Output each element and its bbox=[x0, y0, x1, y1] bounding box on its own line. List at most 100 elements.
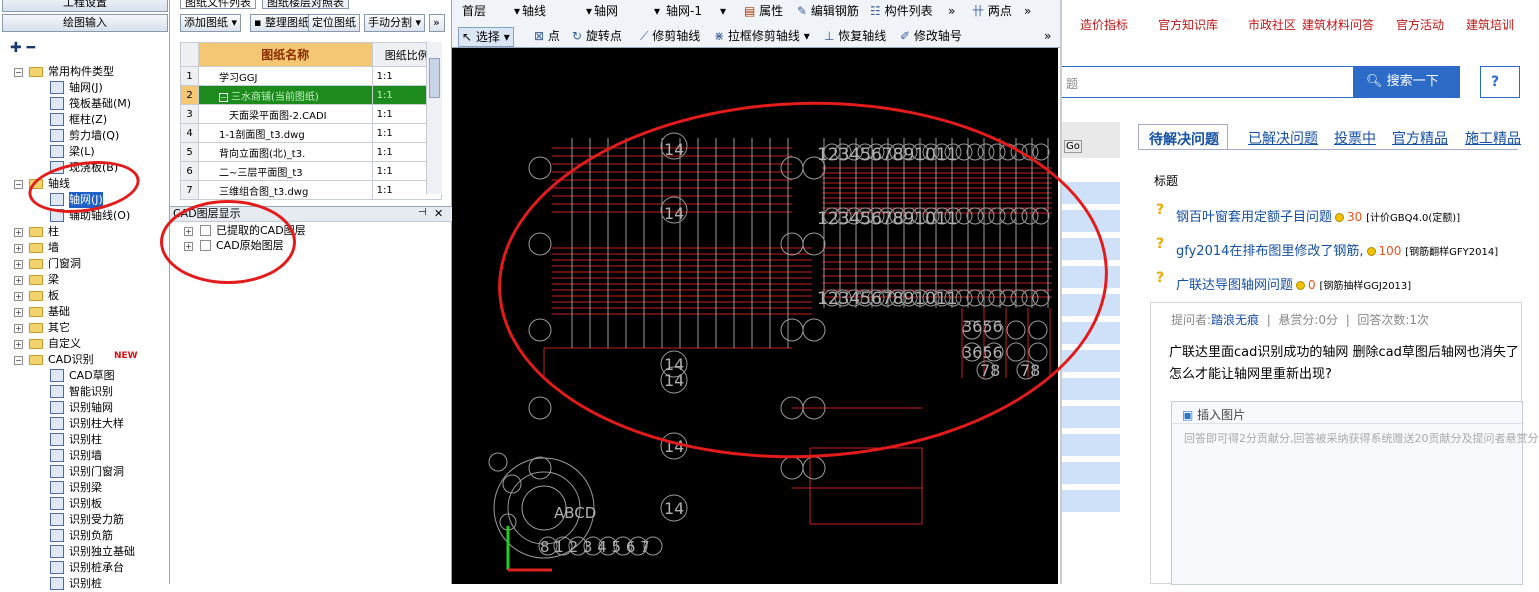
col-drawing-name: 图纸名称 bbox=[198, 42, 373, 67]
box-trim-axis-button[interactable]: ⋇ 拉框修剪轴线 ▾ bbox=[714, 29, 810, 43]
trim-axis-button[interactable]: ⟋ 修剪轴线 bbox=[640, 29, 701, 43]
scroll-thumb[interactable] bbox=[429, 58, 440, 98]
tab-voting[interactable]: 投票中 bbox=[1334, 131, 1376, 147]
sidebar-block bbox=[1062, 462, 1120, 484]
collapse-icon[interactable]: − bbox=[219, 92, 228, 102]
question-text-line1: 广联达里面cad识别成功的轴网 删除cad草图后轴网也消失了 bbox=[1169, 345, 1519, 360]
expand-icon[interactable]: + bbox=[14, 260, 23, 269]
component-icon bbox=[50, 465, 64, 478]
expand-icon[interactable]: + bbox=[14, 292, 23, 301]
tab-official-picks[interactable]: 官方精品 bbox=[1392, 131, 1448, 147]
cad-drawing-canvas[interactable]: 14 14 14 14 14 14 1234567891011 12345678… bbox=[452, 48, 1058, 584]
add-drawing-button[interactable]: 添加图纸 ▾ bbox=[180, 14, 242, 32]
nav-link[interactable]: 市政社区 bbox=[1248, 18, 1297, 32]
cad-axis-bubble bbox=[984, 342, 1004, 362]
category-tag: [计价GBQ4.0(定额)] bbox=[1366, 213, 1461, 224]
property-button[interactable]: ▤ 属性 bbox=[744, 4, 784, 18]
expand-icon[interactable]: + bbox=[14, 244, 23, 253]
type-select[interactable]: 轴网▾ bbox=[594, 4, 661, 18]
category-select[interactable]: 轴线▾ bbox=[522, 4, 593, 18]
axis-label-14: 14 bbox=[664, 355, 684, 374]
drawing-input-button[interactable]: 绘图输入 bbox=[2, 14, 168, 32]
more-icon[interactable]: » bbox=[1024, 4, 1032, 18]
question-link[interactable]: 钢百叶窗套用定额子目问题 bbox=[1176, 210, 1333, 225]
go-button[interactable]: Go bbox=[1064, 140, 1082, 153]
expand-icon[interactable]: + bbox=[14, 340, 23, 349]
floor-select[interactable]: 首层▾ bbox=[462, 4, 521, 18]
cad-axis-bubble bbox=[802, 456, 826, 480]
more-buttons-icon[interactable]: » bbox=[429, 14, 445, 32]
edit-rebar-button[interactable]: ✎ 编辑钢筋 bbox=[797, 4, 859, 18]
cad-axis-bubble bbox=[878, 289, 896, 307]
axis-number-bottom: 8 1 2 3 4 5 6 7 bbox=[540, 538, 650, 556]
cad-axis-bubble bbox=[628, 536, 648, 556]
nav-link[interactable]: 官方活动 bbox=[1396, 18, 1445, 32]
nav-link[interactable]: 造价指标 bbox=[1080, 18, 1129, 32]
cad-axis-bubble bbox=[867, 207, 885, 225]
point-button[interactable]: ⊠ 点 bbox=[534, 29, 560, 43]
drawing-row[interactable]: 2−三水商铺(当前图纸)1:1 bbox=[180, 85, 443, 105]
collapse-icon[interactable]: − bbox=[14, 356, 23, 365]
component-icon bbox=[50, 161, 64, 174]
nav-link[interactable]: 官方知识库 bbox=[1158, 18, 1219, 32]
rotate-point-button[interactable]: ↻ 旋转点 bbox=[572, 29, 622, 43]
modify-axis-no-button[interactable]: ✐ 修改轴号 bbox=[900, 29, 962, 43]
sidebar-block bbox=[1062, 294, 1120, 316]
tab-pending[interactable]: 待解决问题 bbox=[1138, 124, 1228, 150]
expand-collapse-icons[interactable]: ✚ ━ bbox=[10, 40, 36, 56]
instance-select[interactable]: 轴网-1▾ bbox=[666, 4, 726, 18]
nav-link[interactable]: 建筑培训 bbox=[1466, 18, 1515, 32]
component-icon bbox=[50, 449, 64, 462]
question-link[interactable]: gfy2014在排布图里修改了钢筋, bbox=[1176, 244, 1364, 259]
asker-link[interactable]: 踏浪无痕 bbox=[1211, 313, 1260, 327]
more-icon[interactable]: » bbox=[1044, 29, 1052, 43]
question-link[interactable]: 广联达导图轴网问题 bbox=[1176, 278, 1294, 293]
two-point-button[interactable]: 卄 两点 bbox=[972, 4, 1012, 18]
expand-icon[interactable]: + bbox=[14, 324, 23, 333]
tab-construction-picks[interactable]: 施工精品 bbox=[1465, 131, 1521, 147]
project-settings-button[interactable]: 工程设置 bbox=[2, 0, 168, 12]
question-icon: ? bbox=[1156, 270, 1165, 286]
help-button[interactable]: ? bbox=[1480, 66, 1520, 98]
list-item[interactable]: gfy2014在排布图里修改了钢筋,100 [钢筋翻样GFY2014] bbox=[1176, 240, 1498, 259]
search-placeholder: 题 bbox=[1066, 77, 1079, 91]
question-icon: ? bbox=[1156, 202, 1165, 218]
organize-drawing-button[interactable]: ▪ 整理图纸 bbox=[250, 14, 313, 32]
expand-icon[interactable]: + bbox=[14, 228, 23, 237]
tab-drawing-file-list[interactable]: 图纸文件列表 bbox=[180, 0, 256, 9]
nav-link[interactable]: 建筑材料问答 bbox=[1302, 18, 1375, 32]
locate-drawing-button[interactable]: 定位图纸 bbox=[308, 14, 360, 32]
search-button[interactable]: 🔍︎ 搜索一下 bbox=[1354, 66, 1460, 98]
insert-image-button[interactable]: ▣ 插入图片 bbox=[1172, 402, 1522, 424]
cad-axis-bubble bbox=[823, 143, 841, 161]
expand-icon[interactable]: + bbox=[14, 308, 23, 317]
tree-label: CAD草图 bbox=[69, 369, 115, 382]
component-list-button[interactable]: ☷ 构件列表 bbox=[870, 4, 933, 18]
collapse-icon[interactable]: − bbox=[14, 180, 23, 189]
drawing-list-scrollbar[interactable] bbox=[426, 42, 442, 194]
axis-number-row: 1234567891011 bbox=[817, 289, 958, 309]
drawing-scale: 1:1 bbox=[371, 180, 443, 200]
more-icon[interactable]: » bbox=[948, 4, 956, 18]
select-button[interactable]: ↖ 选择 ▾ bbox=[458, 27, 514, 47]
search-input[interactable]: 题 bbox=[1062, 66, 1354, 98]
tab-resolved[interactable]: 已解决问题 bbox=[1248, 131, 1318, 147]
collapse-icon[interactable]: − bbox=[14, 68, 23, 77]
cad-axis-bubble bbox=[1010, 207, 1028, 225]
answer-editor[interactable]: ▣ 插入图片 回答即可得2分贡献分,回答被采纳获得系统赠送20贡献分及提问者悬赏… bbox=[1171, 401, 1539, 585]
close-icon[interactable]: ✕ bbox=[434, 207, 444, 220]
cad-axis-bubble bbox=[528, 456, 552, 480]
expand-icon[interactable]: + bbox=[14, 276, 23, 285]
pin-icon[interactable]: ⊣ bbox=[418, 207, 427, 218]
manual-split-button[interactable]: 手动分割 ▾ bbox=[364, 14, 426, 32]
restore-axis-button[interactable]: ⊥ 恢复轴线 bbox=[824, 29, 887, 43]
tab-drawing-floor-map[interactable]: 图纸楼层对照表 bbox=[262, 0, 349, 9]
